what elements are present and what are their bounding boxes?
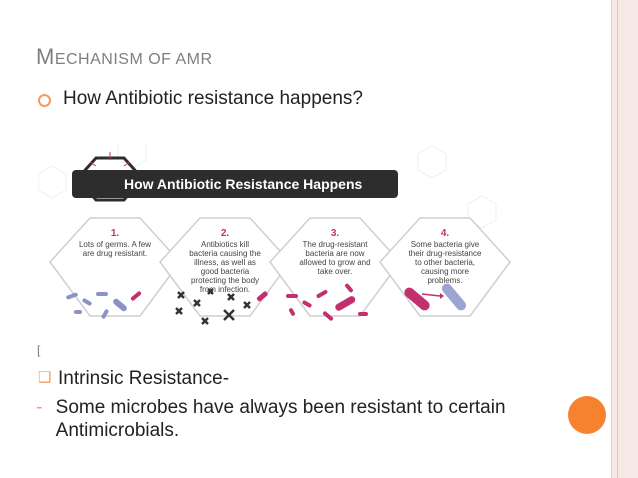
title-initial: M <box>36 44 55 69</box>
step2-number: 2. <box>186 228 264 239</box>
orange-circle-decoration <box>568 396 606 434</box>
bullet-text: Intrinsic Resistance- <box>58 368 229 390</box>
stray-bracket-mark: [ <box>37 343 40 357</box>
title-rest: ECHANISM OF AMR <box>55 51 213 68</box>
step4-text: Some bacteria give their drug-resistance… <box>406 240 484 285</box>
square-bullet-icon: ❑ <box>38 372 50 384</box>
step2-text: Antibiotics kill bacteria causing the il… <box>186 240 264 294</box>
bullet-how-resistance: How Antibiotic resistance happens? <box>38 88 363 110</box>
antibiotic-resistance-infographic: How Antibiotic Resistance Happens 1. Lot… <box>38 144 518 350</box>
step1-text: Lots of germs. A few are drug resistant. <box>76 240 154 258</box>
step4-number: 4. <box>406 228 484 239</box>
bullet-text: Some microbes have always been resistant… <box>56 396 536 442</box>
dash-bullet: - <box>36 396 48 419</box>
right-decorative-border <box>611 0 638 478</box>
bullet-text: How Antibiotic resistance happens? <box>63 88 363 110</box>
step3-text: The drug-resistant bacteria are now allo… <box>296 240 374 276</box>
infographic-header-bar: How Antibiotic Resistance Happens <box>72 170 398 198</box>
bullet-some-microbes: - Some microbes have always been resista… <box>36 396 536 442</box>
infographic-header-text: How Antibiotic Resistance Happens <box>124 176 362 192</box>
bullet-intrinsic-resistance: ❑ Intrinsic Resistance- <box>38 368 229 390</box>
slide-title: MECHANISM OF AMR <box>36 44 213 70</box>
step3-number: 3. <box>296 228 374 239</box>
ring-bullet-icon <box>38 94 51 107</box>
step1-number: 1. <box>76 228 154 239</box>
